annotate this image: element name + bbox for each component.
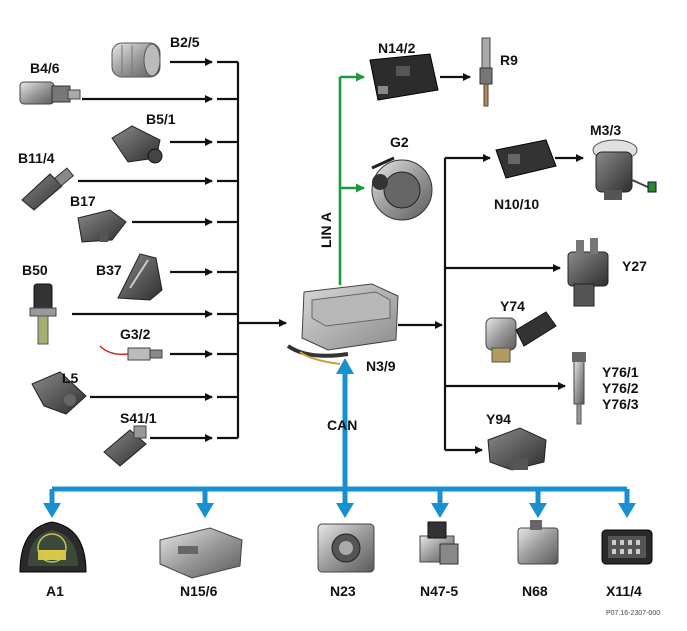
label-n14-2: N14/2: [378, 40, 416, 56]
y27-valve-image: [567, 238, 609, 307]
label-g3-2: G3/2: [120, 326, 151, 342]
b50-sensor-image: [29, 283, 57, 345]
label-lin-a: LIN A: [318, 212, 334, 249]
label-n15-6: N15/6: [180, 583, 218, 599]
n23-panel-image: [317, 523, 375, 573]
can-arrow-n47-5: [431, 503, 449, 518]
input-lines: [72, 58, 287, 442]
lin-lines: [338, 72, 365, 285]
can-arrow-up: [336, 358, 354, 374]
b2-5-sensor-image: [111, 42, 161, 78]
figure-id: P07.16-2307-000: [606, 610, 661, 617]
n15-6-module-image: [159, 527, 243, 579]
label-b11-4: B11/4: [18, 150, 55, 166]
s41-1-switch-image: [103, 425, 147, 467]
label-b17: B17: [70, 193, 96, 209]
label-b2-5: B2/5: [170, 34, 200, 50]
can-arrow-n68: [529, 503, 547, 518]
label-m3-3: M3/3: [590, 122, 622, 138]
can-arrow-a1: [43, 503, 61, 518]
b37-pedal-image: [117, 253, 163, 301]
label-y76-1: Y76/1: [602, 364, 639, 380]
can-arrow-x11-4: [618, 503, 636, 518]
y76-injector-image: [572, 352, 586, 425]
label-n47-5: N47-5: [420, 583, 459, 599]
label-s41-1: S41/1: [120, 410, 157, 426]
label-can: CAN: [325, 417, 358, 433]
label-x11-4: X11/4: [606, 583, 642, 599]
label-y94: Y94: [486, 411, 511, 427]
b17-sensor-image: [77, 209, 127, 243]
label-y76-3: Y76/3: [602, 396, 639, 412]
x11-4-connector-image: [601, 529, 653, 565]
label-b50: B50: [22, 262, 48, 278]
label-y74: Y74: [500, 298, 525, 314]
b11-4-sensor-image: [21, 167, 75, 211]
y74-valve-image: [485, 311, 557, 363]
label-n23: N23: [330, 583, 356, 599]
l5-sensor-image: [31, 371, 87, 415]
output-lines: [398, 154, 584, 454]
can-arrow-n15-6: [196, 503, 214, 518]
m3-3-pump-image: [592, 139, 657, 200]
r9-glow-plug-image: [479, 37, 493, 107]
n68-relay-image: [517, 520, 559, 565]
b5-1-sensor-image: [111, 125, 163, 164]
n3-9-ecu-image: [286, 283, 399, 365]
b4-6-sensor-image: [19, 81, 81, 105]
label-can-text: CAN: [327, 417, 358, 433]
n14-2-module-image: [369, 53, 439, 101]
label-g2: G2: [390, 134, 409, 150]
can-lines: [49, 372, 630, 505]
label-b4-6: B4/6: [30, 60, 60, 76]
a1-cluster-image: [19, 521, 87, 573]
label-n10-10: N10/10: [494, 196, 540, 212]
label-y27: Y27: [622, 258, 647, 274]
n10-10-module-image: [495, 139, 557, 179]
g3-2-probe-image: [99, 345, 163, 361]
n47-5-unit-image: [419, 521, 459, 565]
label-n68: N68: [522, 583, 548, 599]
label-r9: R9: [500, 52, 518, 68]
can-arrow-n23: [336, 503, 354, 518]
label-b37: B37: [96, 262, 122, 278]
can-arrowheads: [43, 358, 636, 518]
label-n3-9: N3/9: [366, 358, 396, 374]
label-a1: A1: [46, 583, 64, 599]
g2-alternator-image: [371, 156, 433, 221]
label-l5: L5: [62, 370, 79, 386]
label-b5-1: B5/1: [146, 111, 176, 127]
y94-valve-image: [487, 427, 547, 471]
label-y76-2: Y76/2: [602, 380, 639, 396]
